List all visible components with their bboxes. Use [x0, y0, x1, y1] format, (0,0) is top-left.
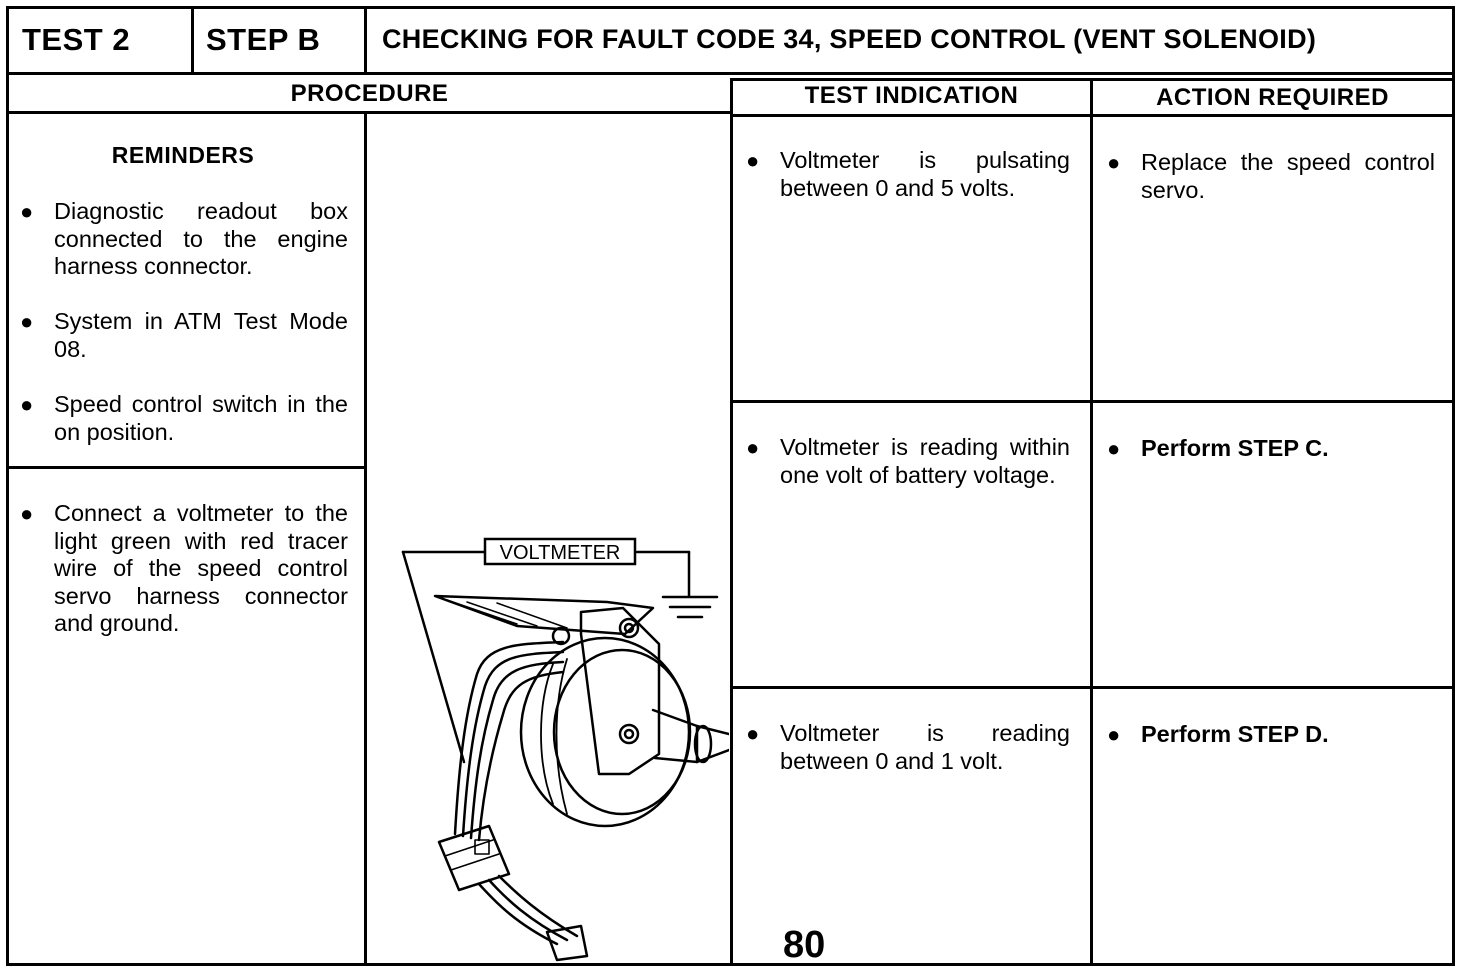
page-title: CHECKING FOR FAULT CODE 34, SPEED CONTRO… — [382, 24, 1317, 54]
harness-connector — [437, 824, 511, 892]
reminders-heading: REMINDERS — [111, 142, 255, 168]
bullet-icon: ● — [20, 199, 34, 224]
voltmeter-box — [483, 537, 637, 566]
action-text: Perform STEP C. — [1141, 435, 1329, 461]
frame-right — [1452, 6, 1455, 966]
indication-row-3: ● Voltmeter is reading between 0 and 1 v… — [746, 720, 1076, 780]
procedure-step: ● Connect a voltmeter to the light green… — [20, 500, 350, 640]
row-divider-2 — [733, 686, 1455, 689]
frame-top — [6, 6, 1455, 9]
action-required-header: ACTION REQUIRED — [1156, 84, 1389, 111]
bolt-lower — [618, 723, 640, 745]
speed-control-servo-illustration: VOLTMETER — [401, 537, 729, 962]
indication-text: Voltmeter is reading between 0 and 1 vol… — [780, 720, 1070, 774]
action-row-3: ● Perform STEP D. — [1107, 721, 1437, 751]
bullet-icon: ● — [20, 392, 34, 417]
action-text: Perform STEP D. — [1141, 721, 1329, 747]
reminder-text: Speed control switch in the on position. — [54, 391, 348, 445]
indication-text: Voltmeter is pulsating between 0 and 5 v… — [780, 147, 1070, 201]
bullet-icon: ● — [20, 501, 34, 526]
reminder-item: ● Speed control switch in the on positio… — [20, 391, 350, 451]
title-divider-1 — [191, 6, 194, 72]
indication-head-bottom — [733, 114, 1455, 117]
voltmeter-lead-probe — [401, 550, 466, 764]
bullet-icon: ● — [746, 435, 760, 460]
indication-top — [733, 78, 1455, 81]
test-indication-header: TEST INDICATION — [804, 82, 1019, 109]
title-divider-2 — [364, 6, 367, 72]
bullet-icon: ● — [1107, 436, 1121, 461]
ground-icon — [661, 595, 719, 619]
bullet-icon: ● — [746, 148, 760, 173]
reminder-item: ● Diagnostic readout box connected to th… — [20, 198, 350, 283]
frame-left — [6, 6, 9, 966]
indication-row-1: ● Voltmeter is pulsating between 0 and 5… — [746, 147, 1076, 207]
indication-row-2: ● Voltmeter is reading within one volt o… — [746, 434, 1076, 519]
bolt-upper — [618, 617, 640, 639]
servo-cable-boot — [651, 708, 699, 764]
bullet-icon: ● — [1107, 722, 1121, 747]
reminder-item: ● System in ATM Test Mode 08. — [20, 308, 350, 368]
col-divider-action — [1090, 78, 1093, 966]
wire-end — [545, 924, 589, 962]
procedure-inner-divider — [364, 111, 367, 966]
bullet-icon: ● — [746, 721, 760, 746]
page-number: 80 — [783, 924, 826, 966]
step-label: STEP B — [206, 22, 321, 57]
reminders-bottom — [6, 466, 367, 469]
bolt-left — [551, 626, 571, 646]
bullet-icon: ● — [20, 309, 34, 334]
action-text: Replace the speed control servo. — [1141, 149, 1435, 203]
servo-plate — [579, 606, 661, 776]
voltmeter-label: VOLTMETER — [500, 542, 621, 564]
procedure-header: PROCEDURE — [290, 80, 449, 107]
mounting-bracket — [433, 594, 655, 636]
bullet-icon: ● — [1107, 150, 1121, 175]
col-divider-indication — [730, 78, 733, 966]
row-divider-1 — [733, 400, 1455, 403]
procedure-head-bottom — [6, 111, 733, 114]
test-number: TEST 2 — [22, 22, 131, 57]
action-row-2: ● Perform STEP C. — [1107, 435, 1437, 465]
procedure-step-text: Connect a voltmeter to the light green w… — [54, 500, 348, 636]
title-row-bottom — [6, 72, 1455, 75]
action-row-1: ● Replace the speed control servo. — [1107, 149, 1437, 209]
reminder-text: Diagnostic readout box connected to the … — [54, 198, 348, 279]
indication-text: Voltmeter is reading within one volt of … — [780, 434, 1070, 488]
harness-wires — [453, 640, 565, 836]
reminder-text: System in ATM Test Mode 08. — [54, 308, 348, 362]
